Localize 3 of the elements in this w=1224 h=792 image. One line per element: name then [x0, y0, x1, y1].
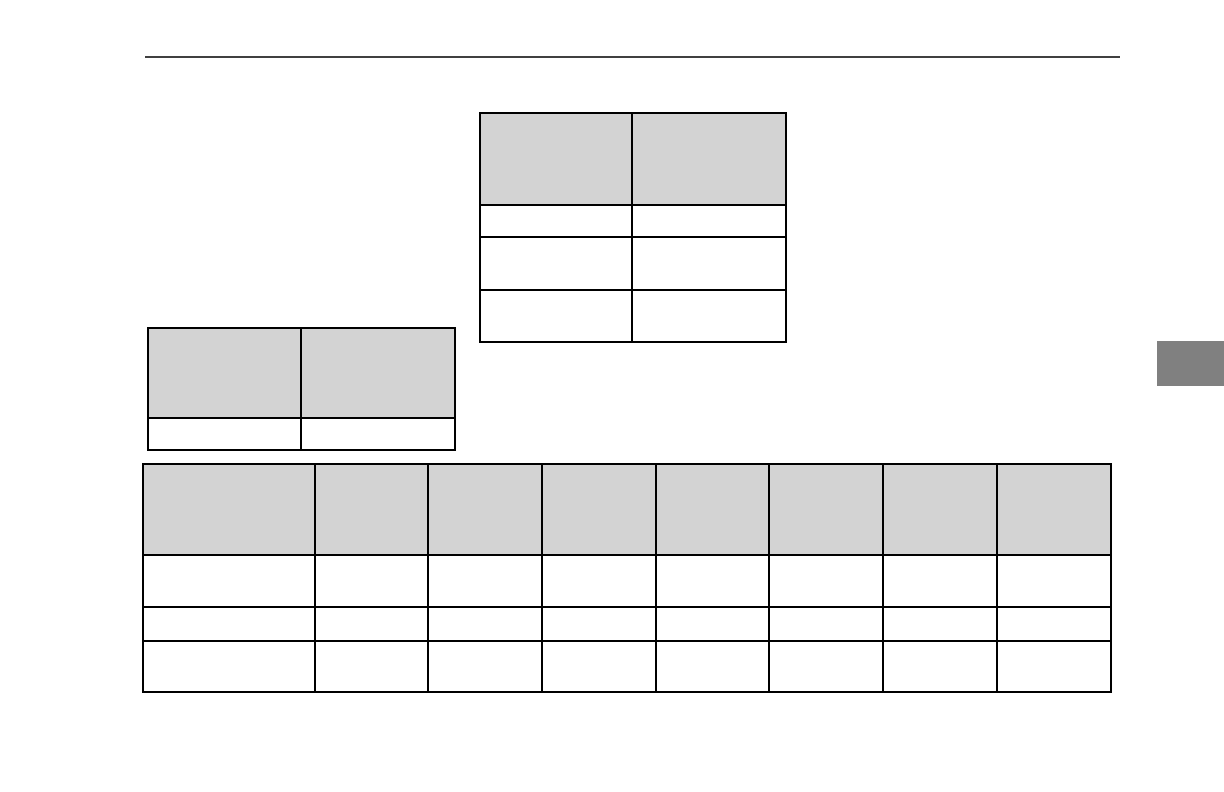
- table: [147, 327, 456, 451]
- table: [142, 463, 1112, 693]
- table: [479, 112, 787, 343]
